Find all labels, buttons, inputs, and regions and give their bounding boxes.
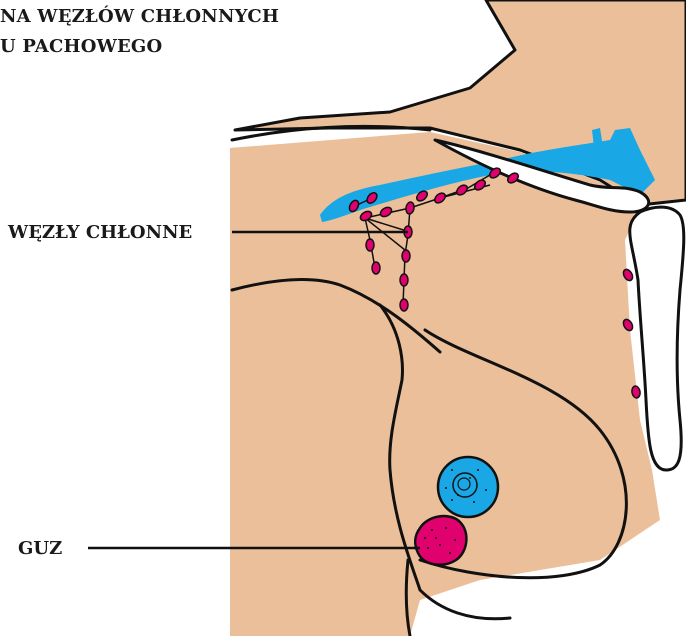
nipple-areola xyxy=(438,457,498,517)
title-line-2: U PACHOWEGO xyxy=(0,36,162,57)
lymph-nodes-label: WĘZŁY CHŁONNE xyxy=(8,222,192,243)
lymph-node xyxy=(400,299,408,311)
lymph-node xyxy=(400,274,408,286)
title-line-1: NA WĘZŁÓW CHŁONNYCH xyxy=(0,6,279,27)
tumor xyxy=(415,516,466,565)
lymph-node xyxy=(366,239,374,251)
lymph-node xyxy=(372,262,380,274)
tumor-label: GUZ xyxy=(18,538,62,559)
lymph-node xyxy=(402,250,410,262)
